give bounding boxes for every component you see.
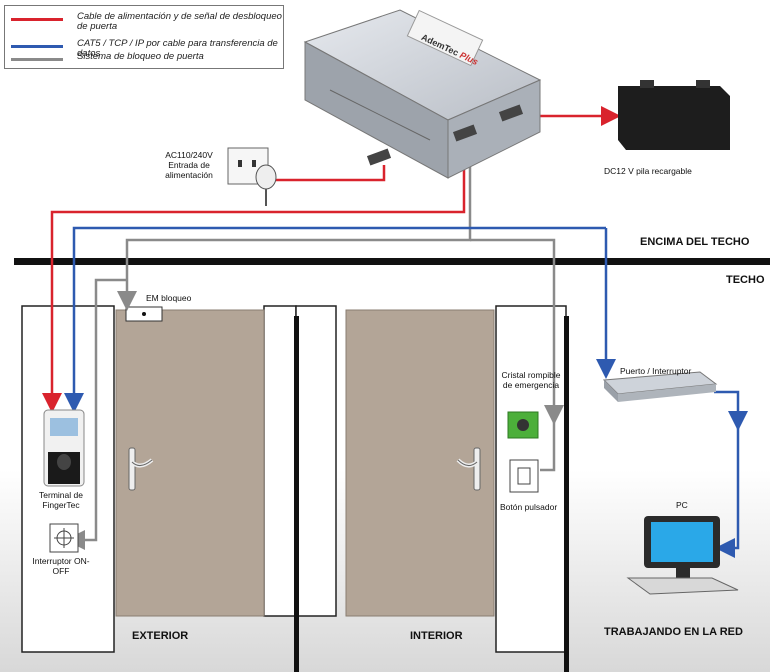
legend-swatch bbox=[11, 45, 63, 48]
terminal-label: Terminal de FingerTec bbox=[39, 490, 83, 510]
legend-swatch bbox=[11, 58, 63, 61]
fingertec-terminal-icon bbox=[43, 409, 85, 487]
lock-wiring bbox=[65, 140, 564, 550]
legend-label: Cable de alimentación y de señal de desb… bbox=[77, 11, 282, 32]
push-button-label: Botón pulsador bbox=[500, 502, 558, 512]
controller-box bbox=[303, 9, 542, 179]
handle-right bbox=[456, 447, 481, 491]
exterior-label: EXTERIOR bbox=[132, 630, 189, 642]
above-ceiling-label: ENCIMA DEL TECHO bbox=[640, 236, 750, 248]
power-input-label: AC110/240V Entrada de alimentación bbox=[165, 150, 213, 180]
wall-middle-a bbox=[263, 305, 297, 617]
emergency-glass-icon bbox=[507, 411, 539, 439]
pc-label: PC bbox=[676, 500, 688, 510]
switch-label: Puerto / Interruptor bbox=[620, 366, 692, 376]
em-lock-label: EM bloqueo bbox=[146, 293, 192, 303]
network-switch-icon bbox=[602, 371, 718, 402]
right-post bbox=[564, 316, 569, 672]
legend-swatch bbox=[11, 18, 63, 21]
emergency-glass-label: Cristal rompible de emergencia bbox=[501, 370, 561, 390]
network-label: TRABAJANDO EN LA RED bbox=[604, 626, 743, 638]
onoff-switch-label: Interruptor ON-OFF bbox=[32, 556, 90, 576]
legend-label: CAT5 / TCP / IP por cable para transfere… bbox=[77, 38, 278, 59]
interior-label: INTERIOR bbox=[410, 630, 463, 642]
onoff-switch-icon bbox=[49, 523, 79, 553]
door-interior bbox=[345, 309, 495, 617]
door-exterior bbox=[115, 309, 265, 617]
battery-icon bbox=[618, 80, 730, 150]
power-outlet-icon bbox=[227, 147, 277, 206]
legend: Cable de alimentación y de señal de desb… bbox=[4, 5, 284, 69]
ceiling-line bbox=[14, 258, 770, 265]
data-wiring bbox=[64, 226, 748, 558]
battery-label: DC12 V pila recargable bbox=[604, 166, 692, 176]
pc-icon bbox=[626, 516, 739, 595]
legend-label: Sistema de bloqueo de puerta bbox=[77, 51, 204, 62]
wall-middle-b bbox=[295, 305, 337, 617]
handle-left bbox=[128, 447, 154, 491]
divider-post bbox=[294, 316, 299, 672]
em-lock-icon bbox=[125, 306, 163, 322]
push-button-icon bbox=[509, 459, 539, 493]
ceiling-label: TECHO bbox=[726, 274, 765, 286]
